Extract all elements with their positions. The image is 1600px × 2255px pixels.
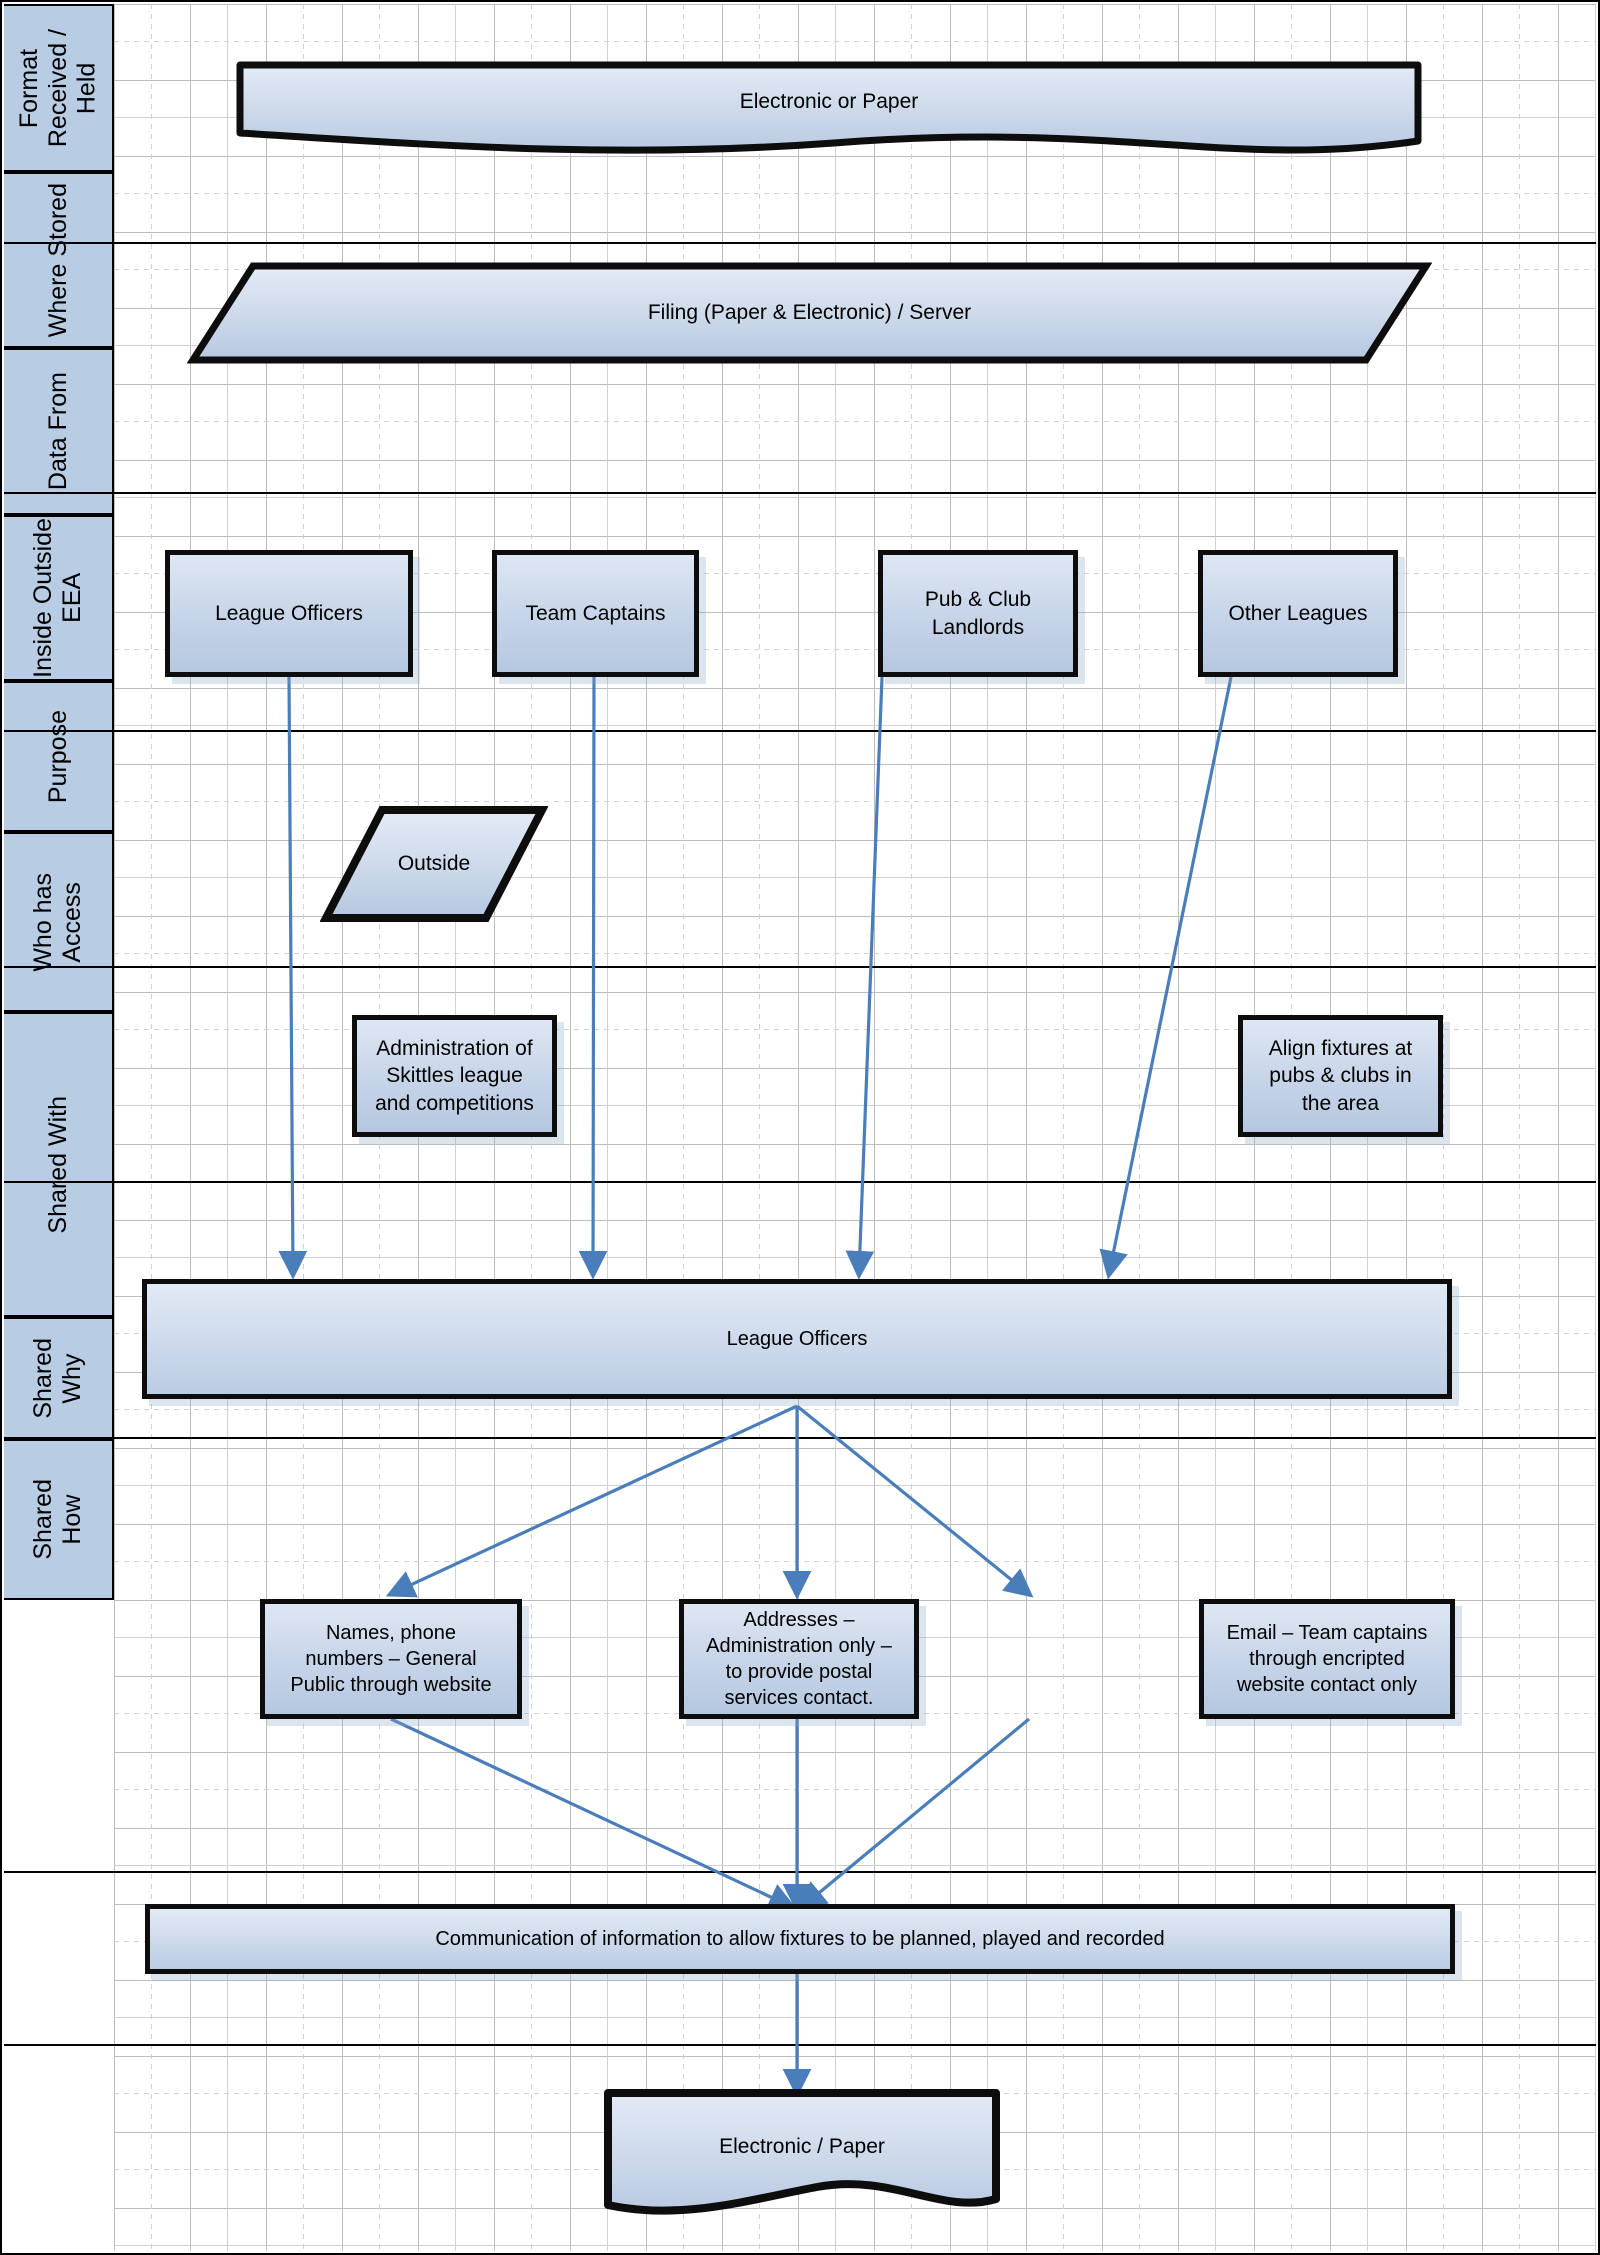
node-storage-parallelogram-label: Filing (Paper & Electronic) / Server xyxy=(647,301,972,324)
node-access-league-officers[interactable]: League Officers xyxy=(142,1279,1452,1399)
node-shared-why-comm[interactable]: Communication of information to allow fi… xyxy=(145,1904,1455,1974)
lane-shared-how: Shared How xyxy=(4,1439,114,1600)
lane-purpose: Purpose xyxy=(4,681,114,832)
lane-format-received-held: Format Received / Held xyxy=(4,4,114,172)
lane-label: Inside Outside EEA xyxy=(29,518,86,678)
lane-label: Shared How xyxy=(29,1479,86,1560)
node-shared-email[interactable]: Email – Team captains through encripted … xyxy=(1199,1599,1455,1719)
lane-label: Where Stored xyxy=(43,182,72,338)
row-divider xyxy=(4,1871,1596,1873)
node-storage-parallelogram[interactable] xyxy=(186,260,1433,366)
lane-label: Data From xyxy=(43,372,72,491)
row-divider xyxy=(4,1437,1596,1439)
node-source-team-captains[interactable]: Team Captains xyxy=(492,550,699,677)
node-eea-outside[interactable] xyxy=(319,804,549,924)
node-purpose-align[interactable]: Align fixtures at pubs & clubs in the ar… xyxy=(1238,1015,1443,1137)
node-format-document-label: Electronic or Paper xyxy=(739,89,919,113)
lane-shared-with: Shared With xyxy=(4,1012,114,1317)
lane-label: Shared With xyxy=(43,1095,72,1234)
node-purpose-admin[interactable]: Administration of Skittles league and co… xyxy=(352,1015,557,1137)
node-source-pub-club-landlords[interactable]: Pub & Club Landlords xyxy=(878,550,1078,677)
row-divider xyxy=(4,966,1596,968)
lane-label: Shared Why xyxy=(29,1337,86,1419)
lane-data-from: Data From xyxy=(4,348,114,515)
lane-who-has-access: Who has Access xyxy=(4,832,114,1012)
node-source-other-leagues[interactable]: Other Leagues xyxy=(1198,550,1398,677)
row-divider xyxy=(4,492,1596,494)
lane-label: Who has Access xyxy=(29,872,86,972)
node-shared-how-doc[interactable] xyxy=(602,2087,1002,2227)
row-divider xyxy=(4,242,1596,244)
node-source-league-officers[interactable]: League Officers xyxy=(165,550,413,677)
lane-label: Format Received / Held xyxy=(14,28,101,148)
node-format-document[interactable] xyxy=(234,59,1424,159)
row-divider xyxy=(4,730,1596,732)
row-divider xyxy=(4,2044,1596,2046)
lane-label: Purpose xyxy=(43,709,72,804)
node-shared-addresses[interactable]: Addresses – Administration only – to pro… xyxy=(679,1599,919,1719)
node-shared-how-doc-label: Electronic / Paper xyxy=(719,2135,885,2158)
lane-shared-why: Shared Why xyxy=(4,1317,114,1439)
node-shared-names-phone[interactable]: Names, phone numbers – General Public th… xyxy=(260,1599,522,1719)
node-eea-outside-label: Outside xyxy=(397,852,471,875)
row-divider xyxy=(4,1181,1596,1183)
lane-where-stored: Where Stored xyxy=(4,172,114,348)
lane-inside-outside-eea: Inside Outside EEA xyxy=(4,515,114,681)
